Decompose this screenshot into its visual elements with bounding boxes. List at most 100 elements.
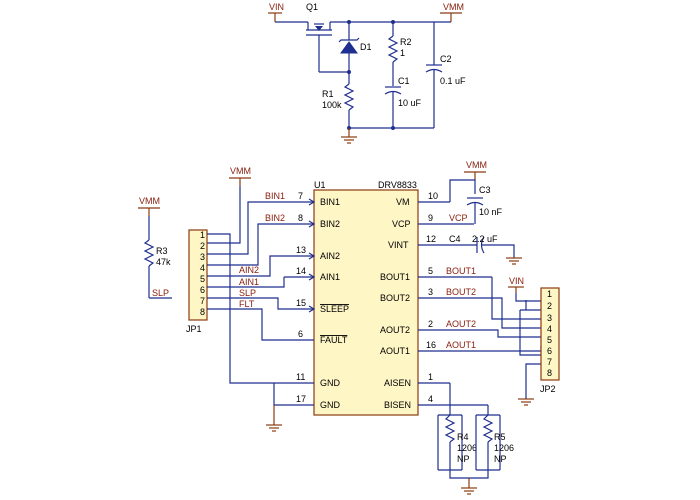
pin-name-sleep: SLEEP (320, 304, 349, 314)
pin-name-ain1: AIN1 (320, 272, 340, 282)
c4-capacitor: C4 2.2 uF (449, 234, 515, 258)
r5-value-1: 1206 (494, 443, 514, 453)
r3-ref: R3 (156, 246, 168, 256)
pin-name-vint: VINT (388, 240, 409, 250)
pin-name-vcp: VCP (392, 219, 411, 229)
jp2-pin-numbers: 1 2 3 4 5 6 7 8 (547, 289, 552, 378)
c1-ref: C1 (398, 76, 410, 86)
pin-name-gnd17: GND (320, 400, 341, 410)
pin-name-aout2: AOUT2 (380, 325, 410, 335)
r2-resistor: R2 1 (387, 22, 412, 86)
c4-value: 2.2 uF (472, 234, 498, 244)
r4-resistor: R4 1206 NP (444, 414, 477, 470)
vmm-symbol-top: VMM (440, 2, 464, 22)
ground-symbol-c4 (506, 257, 522, 265)
c1-capacitor: C1 10 uF (384, 76, 422, 128)
jp1-ref: JP1 (186, 324, 202, 334)
slp-net-label-r3: SLP (152, 288, 169, 298)
pin-num-gnd17: 17 (296, 394, 306, 404)
pin-num-bisen: 4 (428, 394, 433, 404)
r3-resistor: R3 47k (143, 216, 172, 299)
jp1-pin-5: 5 (200, 274, 205, 284)
jp2-pin-6: 6 (547, 346, 552, 356)
pin-num-ain2: 13 (296, 245, 306, 255)
jp2-pin-5: 5 (547, 335, 552, 345)
pin-num-bout2: 3 (428, 287, 433, 297)
r3-value: 47k (156, 257, 171, 267)
pin-name-bin1: BIN1 (320, 197, 340, 207)
ic-right-pins: 10 VM 9 VCP 12 VINT 5 BOUT1 3 BOUT2 2 AO… (380, 191, 492, 410)
jp1-pin-7: 7 (200, 296, 205, 306)
r5-resistor: R5 1206 NP (482, 414, 514, 470)
vmm-label-r3: VMM (139, 196, 160, 206)
vin-symbol-top: VIN (268, 2, 284, 22)
r1-value: 100k (322, 100, 342, 110)
pin-num-ain1: 14 (296, 266, 306, 276)
c2-value: 0.1 uF (440, 76, 466, 86)
u1-part: DRV8833 (378, 180, 417, 190)
pin-name-bisen: BISEN (384, 400, 411, 410)
jp2-header (540, 287, 560, 381)
vin-label-right: VIN (509, 276, 524, 286)
jp1-pin-4: 4 (200, 263, 205, 273)
vmm-symbol-left: VMM (229, 166, 251, 186)
c3-value: 10 nF (479, 207, 503, 217)
vcp-net-label: VCP (449, 213, 468, 223)
c3-ref: C3 (479, 185, 491, 195)
pin-num-aisen: 1 (428, 372, 433, 382)
u1-ref: U1 (314, 180, 326, 190)
ic-left-pins: 7 BIN1 8 BIN2 13 AIN2 14 AIN1 15 SLEEP 6… (284, 191, 349, 410)
bin1-net-label: BIN1 (265, 191, 285, 201)
pin-num-gnd11: 11 (296, 372, 305, 382)
jp1-pin-2: 2 (200, 241, 205, 251)
q1-label: Q1 (306, 2, 318, 12)
pin-num-aout1: 16 (426, 340, 436, 350)
pin-num-bin2: 8 (298, 213, 303, 223)
c4-ref: C4 (449, 234, 461, 244)
pin-name-bout2: BOUT2 (380, 293, 410, 303)
pin-num-vint: 12 (426, 234, 436, 244)
aout2-net-label: AOUT2 (446, 319, 476, 329)
vmm-label-top: VMM (443, 2, 464, 12)
jp2-pin-7: 7 (547, 357, 552, 367)
bout1-net-label: BOUT1 (446, 266, 476, 276)
r4-value-2: NP (457, 454, 470, 464)
vin-symbol-right: VIN (508, 276, 524, 293)
q1-mosfet: Q1 (306, 2, 332, 72)
r4-ref: R4 (457, 432, 469, 442)
bout2-net-label: BOUT2 (446, 287, 476, 297)
vmm-symbol-right: VMM (464, 160, 487, 180)
bin2-net-label: BIN2 (265, 213, 285, 223)
pin-num-vm: 10 (428, 191, 438, 201)
vmm-symbol-r3: VMM (138, 196, 160, 216)
c2-capacitor: C2 0.1 uF (425, 22, 466, 128)
pin-name-aisen: AISEN (384, 378, 411, 388)
ain2-net-label: AIN2 (239, 265, 259, 275)
pin-name-aout1: AOUT1 (380, 346, 410, 356)
d1-zener: D1 (338, 22, 372, 72)
slp-net-label: SLP (239, 288, 256, 298)
ground-symbol-top (341, 128, 357, 144)
pin-name-ain2: AIN2 (320, 251, 340, 261)
jp2-pin-3: 3 (547, 313, 552, 323)
ground-symbol-jp2 (518, 398, 534, 406)
vmm-label-left: VMM (230, 166, 251, 176)
jp2-pin-8: 8 (547, 368, 552, 378)
pin-name-fault: FAULT (320, 335, 348, 345)
jp2-pin-4: 4 (547, 324, 552, 334)
r2-value: 1 (400, 48, 405, 58)
pin-num-vcp: 9 (428, 213, 433, 223)
ground-symbol-sense (461, 478, 477, 495)
pin-num-sleep: 15 (296, 298, 306, 308)
aout1-net-label: AOUT1 (446, 340, 476, 350)
ain1-net-label: AIN1 (239, 277, 259, 287)
flt-net-label: FLT (239, 299, 255, 309)
c2-ref: C2 (440, 54, 452, 64)
r1-ref: R1 (322, 89, 334, 99)
vin-label-top: VIN (269, 2, 284, 12)
jp1-pin-3: 3 (200, 252, 205, 262)
jp1-header (188, 229, 208, 321)
pin-name-bout1: BOUT1 (380, 272, 410, 282)
ground-symbol-ic (266, 405, 282, 432)
